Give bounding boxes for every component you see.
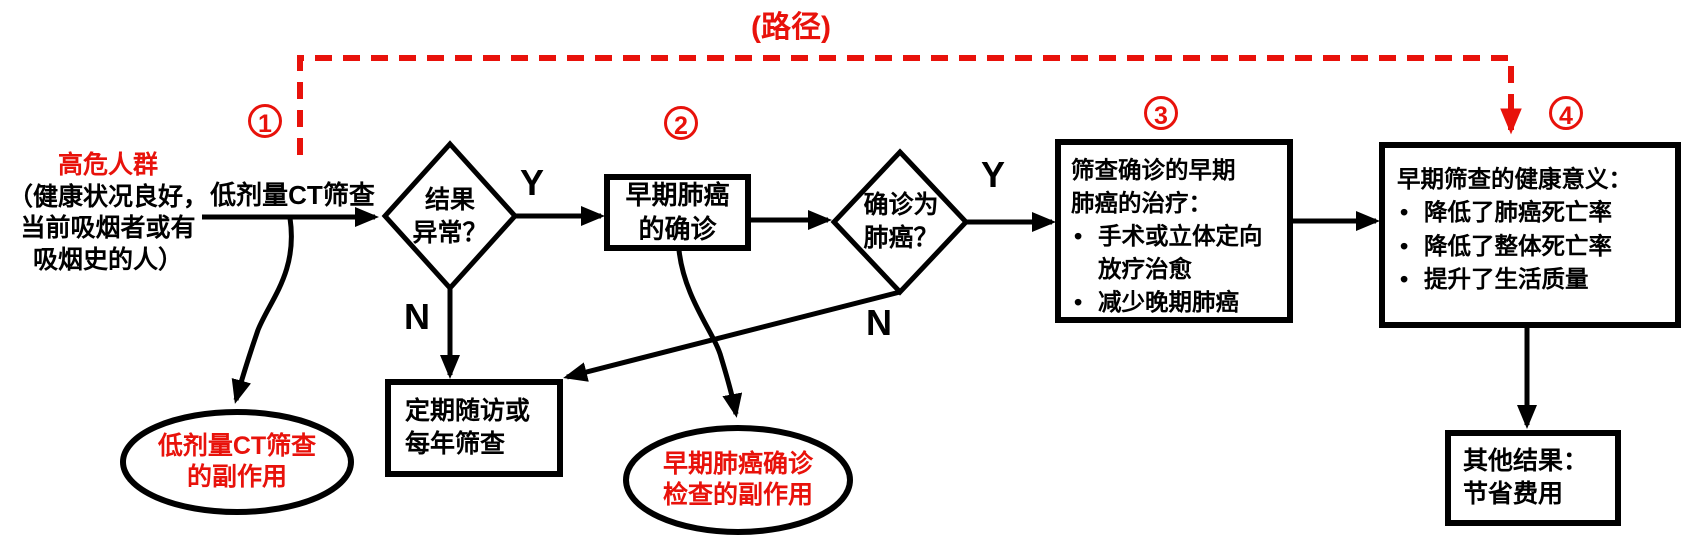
- confirm-line: 早期肺癌: [625, 179, 730, 210]
- decision2-yes-label: Y: [981, 154, 1006, 195]
- source-line: 当前吸烟者或有: [20, 214, 196, 242]
- other-outcome-label: 其他结果： 节省费用: [1448, 433, 1618, 523]
- decision1-diamond: [381, 140, 519, 292]
- decision1-line: 结果: [424, 186, 475, 214]
- followup-box: [385, 379, 563, 477]
- benefit-bullet: 提升了生活质量: [1397, 263, 1672, 297]
- other-outcome-line: 节省费用: [1463, 480, 1564, 508]
- benefit-box-label: 早期筛查的健康意义： 降低了肺癌死亡率 降低了整体死亡率 提升了生活质量: [1382, 145, 1678, 325]
- treatment-title-line: 肺癌的治疗：: [1071, 189, 1212, 216]
- benefit-bullet: 降低了肺癌死亡率: [1397, 196, 1672, 230]
- followup-box-label: 定期随访或 每年筛查: [388, 382, 560, 474]
- decision2-line: 确诊为: [863, 191, 939, 219]
- confirm-box-label: 早期肺癌 的确诊: [607, 177, 748, 248]
- other-outcome-box: [1445, 430, 1621, 526]
- treatment-bullet: 减少晚期肺癌: [1071, 286, 1280, 319]
- dx-side-effect-ellipse: [623, 425, 853, 535]
- dx-side-effect-line: 早期肺癌确诊: [662, 449, 813, 478]
- source-line: （健康状况良好，: [7, 182, 208, 211]
- step-marker-3: 3: [1144, 96, 1178, 130]
- benefit-bullet-list: 降低了肺癌死亡率 降低了整体死亡率 提升了生活质量: [1397, 196, 1672, 296]
- followup-line: 定期随访或: [405, 397, 531, 425]
- arrow-confirm-to-side-effect: [676, 249, 743, 418]
- decision1-line: 异常？: [412, 218, 488, 247]
- pathway-dashed-arrow: [297, 55, 1522, 155]
- confirm-line: 的确诊: [638, 213, 717, 244]
- confirm-box: [604, 174, 751, 251]
- decision2-diamond: [830, 148, 970, 296]
- step-marker-2: 2: [664, 106, 698, 140]
- decision2-label: 确诊为 肺癌？: [836, 189, 966, 254]
- decision2-line: 肺癌？: [863, 223, 939, 252]
- screening-label: 低剂量CT筛查: [210, 180, 375, 210]
- decision2-no-label: N: [866, 302, 892, 343]
- followup-line: 每年筛查: [405, 430, 506, 458]
- ct-side-effect-label: 低剂量CT筛查 的副作用: [123, 412, 351, 512]
- other-outcome-line: 其他结果：: [1463, 447, 1589, 475]
- decision1-yes-label: Y: [520, 162, 545, 203]
- decision1-label: 结果 异常？: [387, 184, 513, 249]
- arrow-decision2-no-to-followup: [563, 289, 901, 382]
- treatment-title-line: 筛查确诊的早期: [1071, 157, 1236, 183]
- source-population-block: 高危人群 （健康状况良好， 当前吸烟者或有 吸烟史的人）: [0, 150, 218, 276]
- benefit-bullet: 降低了整体死亡率: [1397, 230, 1672, 264]
- ct-side-effect-line: 的副作用: [186, 463, 287, 491]
- step-marker-4: 4: [1549, 96, 1583, 130]
- step-marker-1: 1: [248, 104, 282, 138]
- arrow-screening-to-side-effect: [231, 217, 294, 404]
- source-line: 吸烟史的人）: [32, 245, 183, 274]
- treatment-bullet: 手术或立体定向放疗治愈: [1071, 220, 1280, 286]
- treatment-box-label: 筛查确诊的早期 肺癌的治疗： 手术或立体定向放疗治愈 减少晚期肺癌: [1058, 142, 1290, 320]
- ct-side-effect-line: 低剂量CT筛查: [157, 431, 317, 460]
- source-title: 高危人群: [57, 151, 158, 179]
- benefit-title: 早期筛查的健康意义：: [1397, 166, 1632, 192]
- dx-side-effect-line: 检查的副作用: [662, 481, 813, 509]
- treatment-bullet-list: 手术或立体定向放疗治愈 减少晚期肺癌: [1071, 220, 1284, 319]
- dx-side-effect-label: 早期肺癌确诊 检查的副作用: [626, 428, 850, 532]
- pathway-title: (路径): [751, 11, 831, 44]
- ct-side-effect-ellipse: [120, 409, 354, 515]
- decision1-no-label: N: [404, 296, 430, 337]
